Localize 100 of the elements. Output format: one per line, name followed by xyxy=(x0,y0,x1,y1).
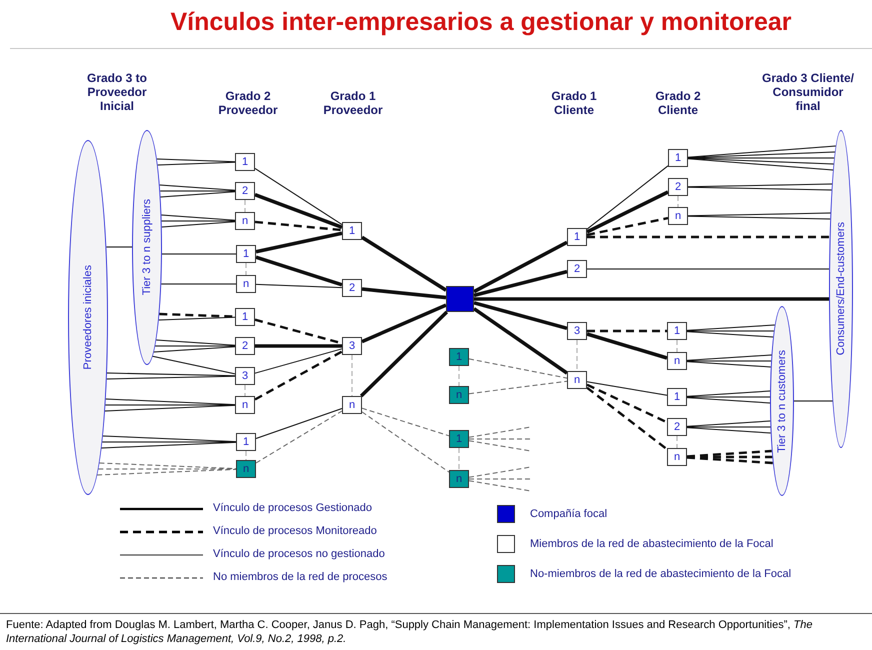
link-line xyxy=(686,354,772,361)
link-line xyxy=(362,408,450,436)
link-line xyxy=(158,316,236,320)
member-box: 1 xyxy=(236,433,256,451)
member-box: 1 xyxy=(667,388,687,406)
member-box: 1 xyxy=(235,153,255,171)
link-line xyxy=(688,186,832,190)
tier-ellipse: Tier 3 to n suppliers xyxy=(132,130,162,364)
link-line xyxy=(161,220,236,222)
link-line xyxy=(256,410,342,464)
link-line xyxy=(159,184,236,191)
non-member-box: n xyxy=(449,470,469,488)
link-line xyxy=(587,236,830,238)
link-line xyxy=(106,246,132,248)
tier-ellipse: Proveedores iniciales xyxy=(68,140,108,494)
link-line xyxy=(105,398,236,406)
link-line xyxy=(458,366,460,386)
link-line xyxy=(468,478,532,480)
link-line xyxy=(98,462,236,470)
member-box: 2 xyxy=(342,279,362,297)
link-line xyxy=(104,404,236,406)
link-line xyxy=(586,190,669,234)
link-line xyxy=(586,165,668,230)
link-line xyxy=(255,344,342,348)
link-line xyxy=(157,162,236,166)
link-line xyxy=(686,360,772,362)
link-line xyxy=(458,448,460,470)
link-line xyxy=(586,332,668,360)
link-line xyxy=(794,400,833,402)
link-line xyxy=(104,404,236,412)
link-line xyxy=(153,346,236,352)
link-line xyxy=(156,158,236,162)
member-box: 1 xyxy=(668,149,688,167)
non-member-box: 1 xyxy=(449,348,469,366)
link-line xyxy=(688,184,832,188)
member-box: n xyxy=(567,371,587,389)
link-line xyxy=(676,436,678,448)
link-line xyxy=(472,307,568,375)
link-line xyxy=(688,216,831,220)
link-line xyxy=(686,324,776,331)
link-line xyxy=(688,212,831,216)
column-heading: Grado 3 Cliente/ Consumidor final xyxy=(760,72,856,114)
link-line xyxy=(256,231,342,254)
member-box: n xyxy=(667,352,687,370)
link-line xyxy=(686,330,774,332)
member-box: 1 xyxy=(236,245,256,263)
non-member-box: 1 xyxy=(449,430,469,448)
link-line xyxy=(576,340,578,372)
link-line xyxy=(254,193,343,229)
link-line xyxy=(254,168,342,226)
link-line xyxy=(686,426,771,428)
legend-text: Vínculo de procesos Monitoreado xyxy=(213,525,377,537)
member-box: 1 xyxy=(567,228,587,246)
link-line xyxy=(686,427,772,434)
link-line xyxy=(255,255,343,287)
member-box: 3 xyxy=(235,367,255,385)
link-line xyxy=(101,442,236,448)
link-line xyxy=(686,396,770,398)
link-line xyxy=(256,408,342,439)
link-line xyxy=(686,420,771,427)
link-line xyxy=(362,287,446,300)
tier-ellipse: Tier 3 to n customers xyxy=(770,306,794,496)
member-box: 1 xyxy=(235,308,255,326)
link-line xyxy=(360,310,448,398)
link-line xyxy=(160,214,236,221)
tier-ellipse: Consumers/End-customers xyxy=(829,130,853,448)
column-heading: Grado 1 Proveedor xyxy=(322,90,384,118)
link-line xyxy=(474,297,829,301)
legend-text: Miembros de la red de abastecimiento de la Focal xyxy=(530,538,774,550)
legend-text: Vínculo de procesos Gestionado xyxy=(213,502,372,514)
link-line xyxy=(586,268,830,270)
link-line xyxy=(102,436,236,442)
link-line xyxy=(156,340,236,346)
link-line xyxy=(98,468,236,470)
link-line xyxy=(468,440,532,452)
link-line xyxy=(106,376,236,380)
link-line xyxy=(468,480,532,492)
member-box: 2 xyxy=(235,337,255,355)
link-line xyxy=(160,190,236,192)
link-line xyxy=(586,381,668,396)
member-box: 2 xyxy=(668,178,688,196)
source-caption: Fuente: Adapted from Douglas M. Lambert, Martha C. Cooper, Janus D. Pagh, “Supply Chain Management: Implementation Issues and Research Opportunities”, The International Journal of Logistics Management, Vol.9, No.2, 1998, p.2. xyxy=(6,619,814,646)
member-box: 1 xyxy=(667,322,687,340)
link-line xyxy=(474,301,568,330)
link-line xyxy=(254,350,343,401)
link-line xyxy=(361,303,447,344)
link-line xyxy=(586,384,668,424)
link-line xyxy=(586,386,668,450)
link-line xyxy=(686,361,772,368)
member-box: n xyxy=(235,396,255,414)
member-box: n xyxy=(236,275,256,293)
link-line xyxy=(686,456,773,464)
member-box: 2 xyxy=(235,182,255,200)
link-line xyxy=(676,340,678,352)
link-line xyxy=(686,450,772,458)
legend-text: Compañía focal xyxy=(530,508,608,520)
link-line xyxy=(686,390,771,397)
link-line xyxy=(473,240,568,294)
column-heading: Grado 1 Cliente xyxy=(550,90,598,118)
link-line xyxy=(244,200,246,212)
